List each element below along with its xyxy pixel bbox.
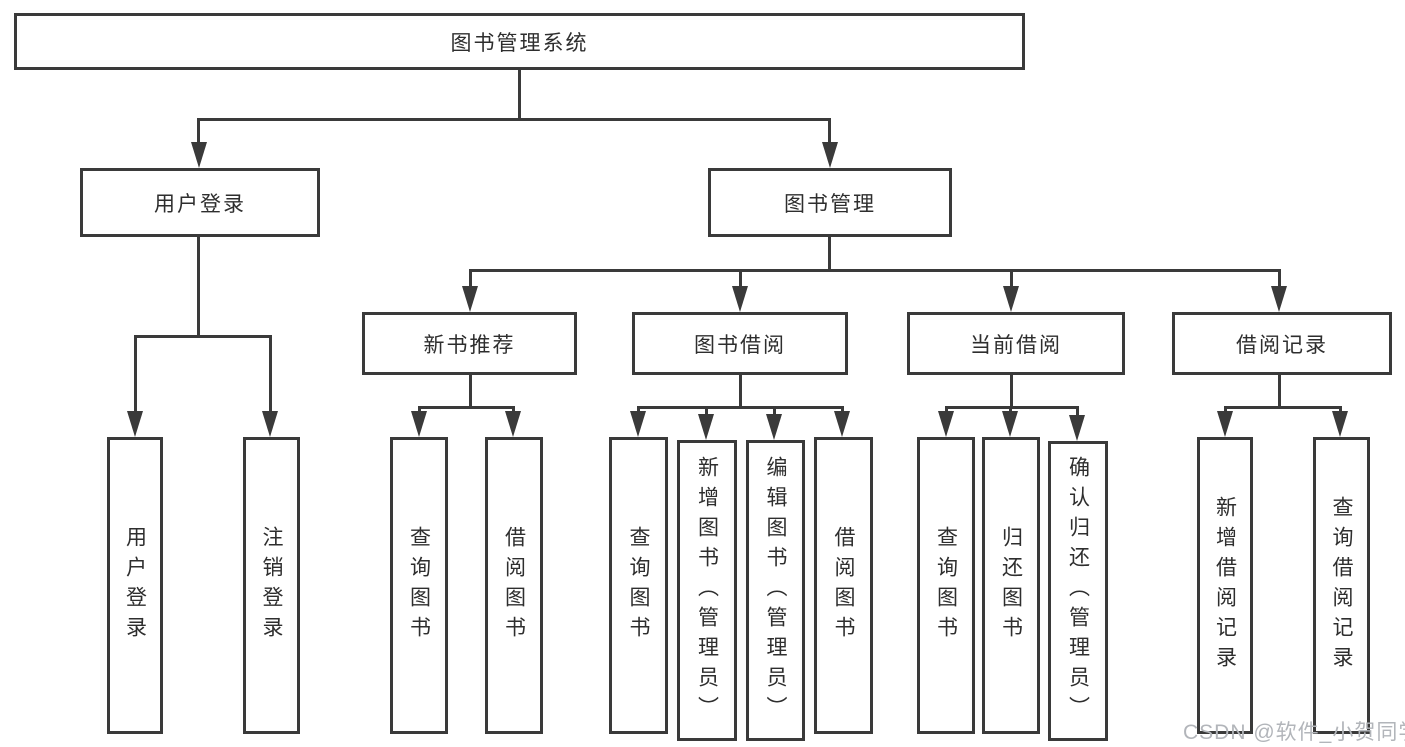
connector-l3-drop-2: [739, 269, 742, 290]
connector-userlogin-rail: [134, 335, 272, 338]
arrowhead-book-borrow: [732, 286, 748, 312]
leaf-bb-query-books-label: 查询图书: [627, 525, 650, 646]
connector-current-drop-3: [1076, 406, 1079, 420]
leaf-bb-borrow-books-label: 借阅图书: [832, 525, 855, 646]
leaf-cb-query-books-label: 查询图书: [934, 525, 958, 646]
connector-records-stem: [1278, 375, 1281, 408]
connector-l2-drop-left: [197, 118, 200, 148]
leaf-rec-query-record-label: 查询借阅记录: [1330, 495, 1353, 676]
leaf-cb-return-books: 归还图书: [982, 437, 1040, 734]
arrowhead-borrow-records: [1271, 286, 1287, 312]
arrowhead-bb-add: [698, 414, 714, 440]
leaf-user-login: 用户登录: [107, 437, 163, 734]
node-root-label: 图书管理系统: [450, 31, 589, 55]
connector-l2-drop-right: [828, 118, 831, 148]
arrowhead-book-mgmt: [822, 142, 838, 168]
node-user-login-label: 用户登录: [154, 192, 246, 216]
arrowhead-nb-query: [411, 411, 427, 437]
connector-borrow-drop-3: [773, 406, 776, 419]
leaf-bb-edit-books-admin: 编辑图书（管理员）: [746, 440, 805, 741]
connector-l3-rail: [469, 269, 1281, 272]
leaf-bb-borrow-books: 借阅图书: [814, 437, 873, 734]
node-current-borrow-label: 当前借阅: [970, 333, 1062, 357]
leaf-nb-query-books: 查询图书: [390, 437, 448, 734]
leaf-bb-add-books-admin-label: 新增图书（管理员）: [695, 455, 719, 726]
node-borrow-records-label: 借阅记录: [1236, 333, 1328, 357]
connector-userlogin-stem: [197, 237, 200, 337]
node-borrow-records: 借阅记录: [1172, 312, 1392, 375]
connector-borrow-rail: [637, 406, 844, 409]
leaf-cb-confirm-return-admin-label: 确认归还（管理员）: [1066, 456, 1090, 726]
connector-userlogin-drop-1: [134, 335, 137, 417]
connector-current-stem: [1010, 375, 1013, 408]
connector-newbook-stem: [469, 375, 472, 408]
arrowhead-cb-query: [938, 411, 954, 437]
connector-bookmgmt-stem: [828, 237, 831, 272]
connector-records-rail: [1224, 406, 1342, 409]
leaf-bb-edit-books-admin-label: 编辑图书（管理员）: [764, 455, 787, 726]
node-new-book-rec-label: 新书推荐: [423, 333, 516, 357]
arrowhead-bb-query: [630, 411, 646, 437]
node-book-borrow: 图书借阅: [632, 312, 848, 375]
leaf-bb-add-books-admin: 新增图书（管理员）: [677, 440, 737, 741]
node-current-borrow: 当前借阅: [907, 312, 1125, 375]
connector-borrow-stem: [739, 375, 742, 408]
node-book-mgmt-label: 图书管理: [784, 192, 876, 216]
arrowhead-leaf-logout: [262, 411, 278, 437]
connector-l3-drop-4: [1278, 269, 1281, 290]
arrowhead-rec-add: [1217, 411, 1233, 437]
csdn-watermark: CSDN @软件_小贺同学: [1183, 721, 1405, 744]
connector-l2-rail: [197, 118, 831, 121]
leaf-nb-borrow-books-label: 借阅图书: [502, 525, 526, 646]
leaf-cb-return-books-label: 归还图书: [999, 525, 1023, 646]
arrowhead-bb-edit: [766, 414, 782, 440]
arrowhead-new-book-rec: [462, 286, 478, 312]
arrowhead-rec-query: [1332, 411, 1348, 437]
connector-borrow-drop-2: [705, 406, 708, 419]
leaf-logout-label: 注销登录: [260, 525, 283, 646]
arrowhead-cb-return: [1002, 411, 1018, 437]
leaf-bb-query-books: 查询图书: [609, 437, 668, 734]
leaf-cb-query-books: 查询图书: [917, 437, 975, 734]
arrowhead-cb-confirm: [1069, 415, 1085, 441]
node-new-book-rec: 新书推荐: [362, 312, 577, 375]
arrowhead-user-login: [191, 142, 207, 168]
connector-l3-drop-1: [469, 269, 472, 290]
leaf-rec-add-record-label: 新增借阅记录: [1213, 495, 1237, 676]
node-book-mgmt: 图书管理: [708, 168, 952, 237]
arrowhead-nb-borrow: [505, 411, 521, 437]
connector-current-rail: [945, 406, 1079, 409]
leaf-nb-query-books-label: 查询图书: [407, 525, 431, 646]
node-user-login: 用户登录: [80, 168, 320, 237]
node-root-system: 图书管理系统: [14, 13, 1025, 70]
leaf-rec-add-record: 新增借阅记录: [1197, 437, 1253, 734]
node-book-borrow-label: 图书借阅: [694, 333, 786, 357]
leaf-rec-query-record: 查询借阅记录: [1313, 437, 1370, 734]
leaf-user-login-label: 用户登录: [123, 525, 147, 646]
connector-root-stem: [518, 70, 521, 121]
leaf-nb-borrow-books: 借阅图书: [485, 437, 543, 734]
arrowhead-leaf-user-login: [127, 411, 143, 437]
connector-newbook-rail: [418, 406, 515, 409]
leaf-logout: 注销登录: [243, 437, 300, 734]
arrowhead-current-borrow: [1003, 286, 1019, 312]
leaf-cb-confirm-return-admin: 确认归还（管理员）: [1048, 441, 1108, 741]
connector-l3-drop-3: [1010, 269, 1013, 290]
arrowhead-bb-borrow: [834, 411, 850, 437]
connector-userlogin-drop-2: [269, 335, 272, 417]
